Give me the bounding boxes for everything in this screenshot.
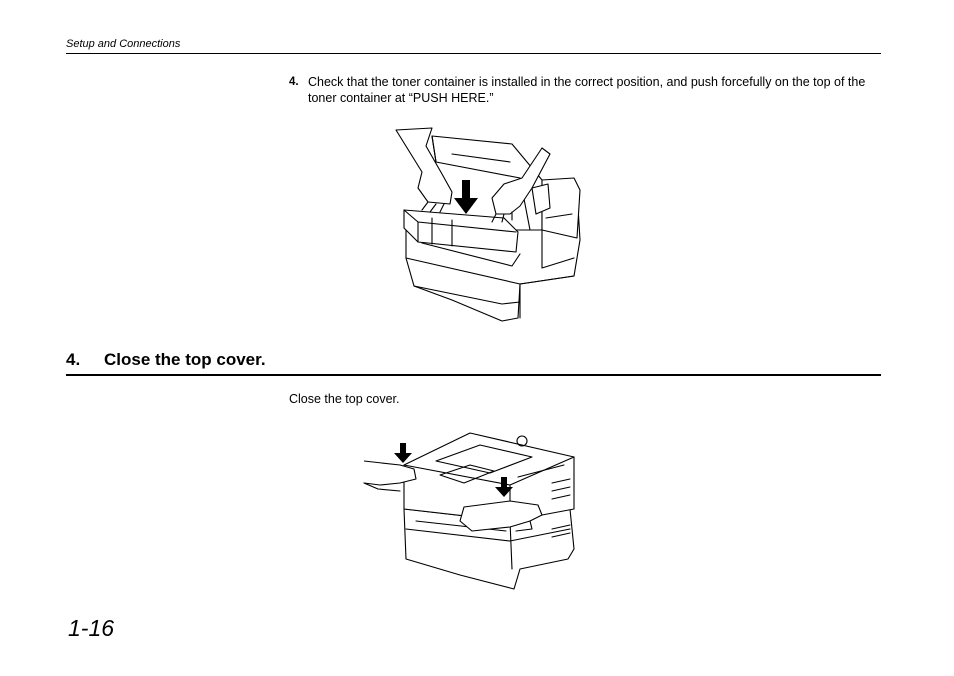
running-header: Setup and Connections <box>66 38 181 50</box>
header-rule <box>66 53 881 54</box>
step-number: 4. <box>289 76 299 88</box>
page-number: 1-16 <box>68 615 115 641</box>
body-paragraph: Close the top cover. <box>289 392 400 406</box>
section-title: Close the top cover. <box>104 350 266 369</box>
step-text: Check that the toner container is instal… <box>308 75 866 105</box>
section-number: 4. <box>66 350 81 369</box>
section-rule <box>66 374 881 376</box>
close-cover-illustration <box>363 432 575 590</box>
step-4-instruction: 4. Check that the toner container is ins… <box>289 74 879 106</box>
toner-install-illustration <box>395 127 581 322</box>
